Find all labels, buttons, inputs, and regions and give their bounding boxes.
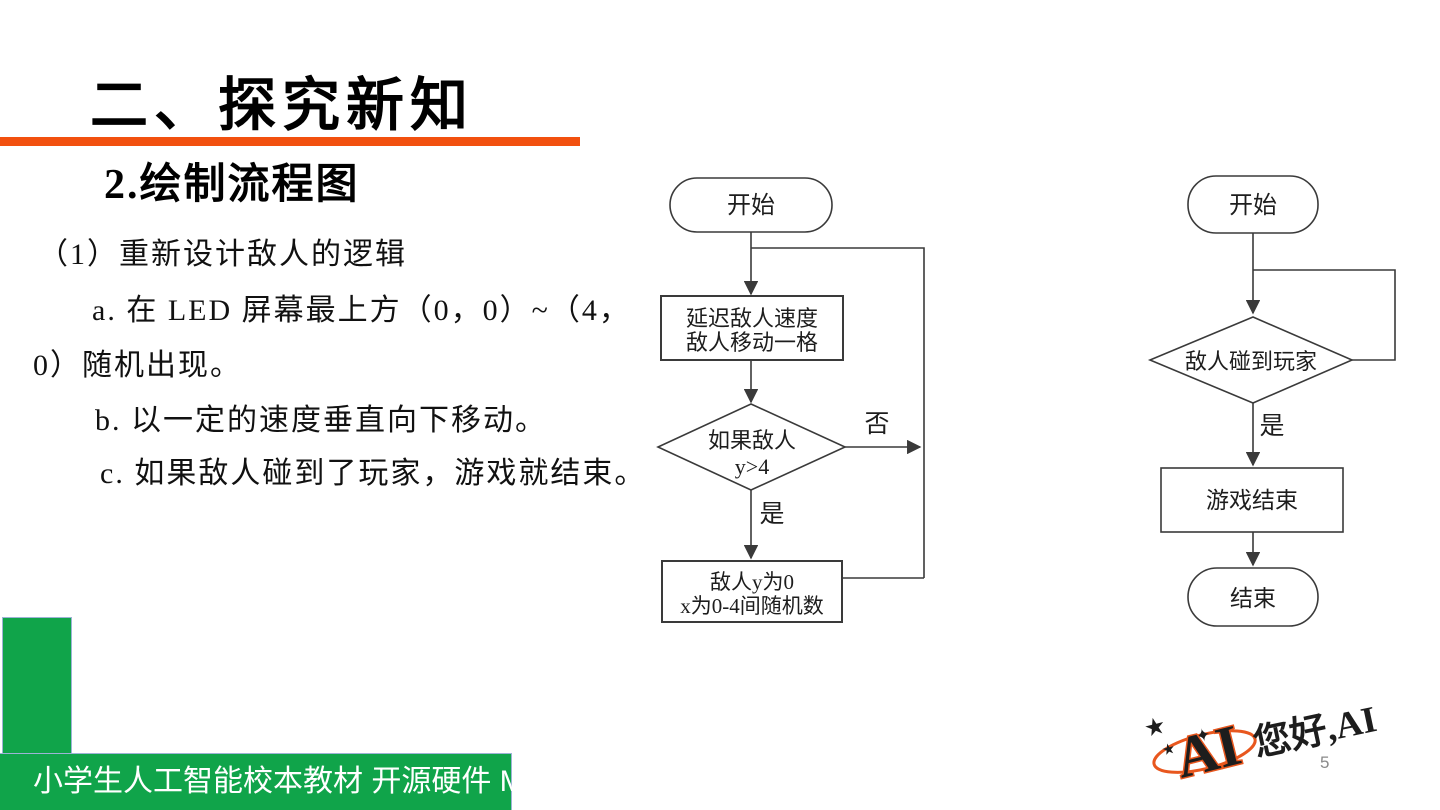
decision-label-2: y>4 [735,454,769,479]
emblem-ai-text: AI [1169,712,1247,791]
greeting-text: 您好,AI [1250,698,1380,765]
emblem-ellipse-swoosh [1152,729,1257,774]
section-subtitle: 2.绘制流程图 [104,162,360,208]
flowchart-enemy-logic [656,177,925,623]
terminal-end [1187,567,1319,627]
star-icon: ★ [1160,741,1177,760]
body-line-5: c. 如果敌人碰到了玩家，游戏就结束。 [100,457,647,490]
footer-text: 小学生人工智能校本教材 开源硬件 Micro:Bit [33,765,617,798]
decision-y-gt-4-diamond [656,403,847,491]
body-line-3: 0）随机出现。 [33,349,242,382]
body-line-1: （1）重新设计敌人的逻辑 [38,238,407,271]
process-move-label-2: 敌人移动一格 [686,330,818,355]
process-gameover-box [1160,467,1344,533]
title-underline-rule [0,137,580,146]
body-line-4: b. 以一定的速度垂直向下移动。 [95,404,547,437]
decision-hit-player-diamond [1147,316,1355,404]
terminal-start-gameover-label: 开始 [1229,192,1277,219]
decision-label-1: 如果敌人 [708,428,796,453]
flowchart-game-over-labels: 开始 敌人碰到玩家 是 游戏结束 结束 [1185,192,1317,611]
process-gameover-label: 游戏结束 [1206,488,1298,513]
branch-yes-label-enemy: 是 [759,501,784,528]
terminal-end-label: 结束 [1230,586,1276,611]
process-reset-box [661,560,843,623]
decision-hit-player-label: 敌人碰到玩家 [1185,349,1317,374]
process-reset-label-1: 敌人y为0 [710,570,794,594]
greeting-group: 您好,AI [1250,698,1380,765]
page-title: 二、探究新知 [90,73,475,138]
star-icon: ✦ [1193,724,1212,747]
ai-emblem: ★ ★ ✦ AI [1142,710,1257,792]
terminal-start-gameover [1187,175,1319,234]
star-icon: ★ [1142,713,1169,743]
flowchart-enemy-logic-labels: 开始 延迟敌人速度 敌人移动一格 如果敌人 y>4 否 是 敌人y为0 x为0-… [680,192,889,618]
branch-yes-label-gameover: 是 [1259,413,1284,440]
process-move-label-1: 延迟敌人速度 [686,306,818,331]
terminal-start-enemy-label: 开始 [727,192,775,219]
branch-no-label: 否 [864,411,889,438]
process-reset-label-2: x为0-4间随机数 [680,594,824,618]
loop-line-enemy [751,247,925,578]
process-move-box [660,295,844,361]
page-number: 5 [1320,753,1330,772]
ai-hello-logo: ★ ★ ✦ AI 您好,AI [1142,698,1381,792]
loop-line-gameover [1253,269,1396,361]
body-line-2: a. 在 LED 屏幕最上方（0，0）~（4， [92,294,631,327]
terminal-start-enemy [669,177,833,233]
footer-bar: 小学生人工智能校本教材 开源硬件 Micro:Bit [0,753,617,810]
flowchart-game-over [1147,175,1396,627]
